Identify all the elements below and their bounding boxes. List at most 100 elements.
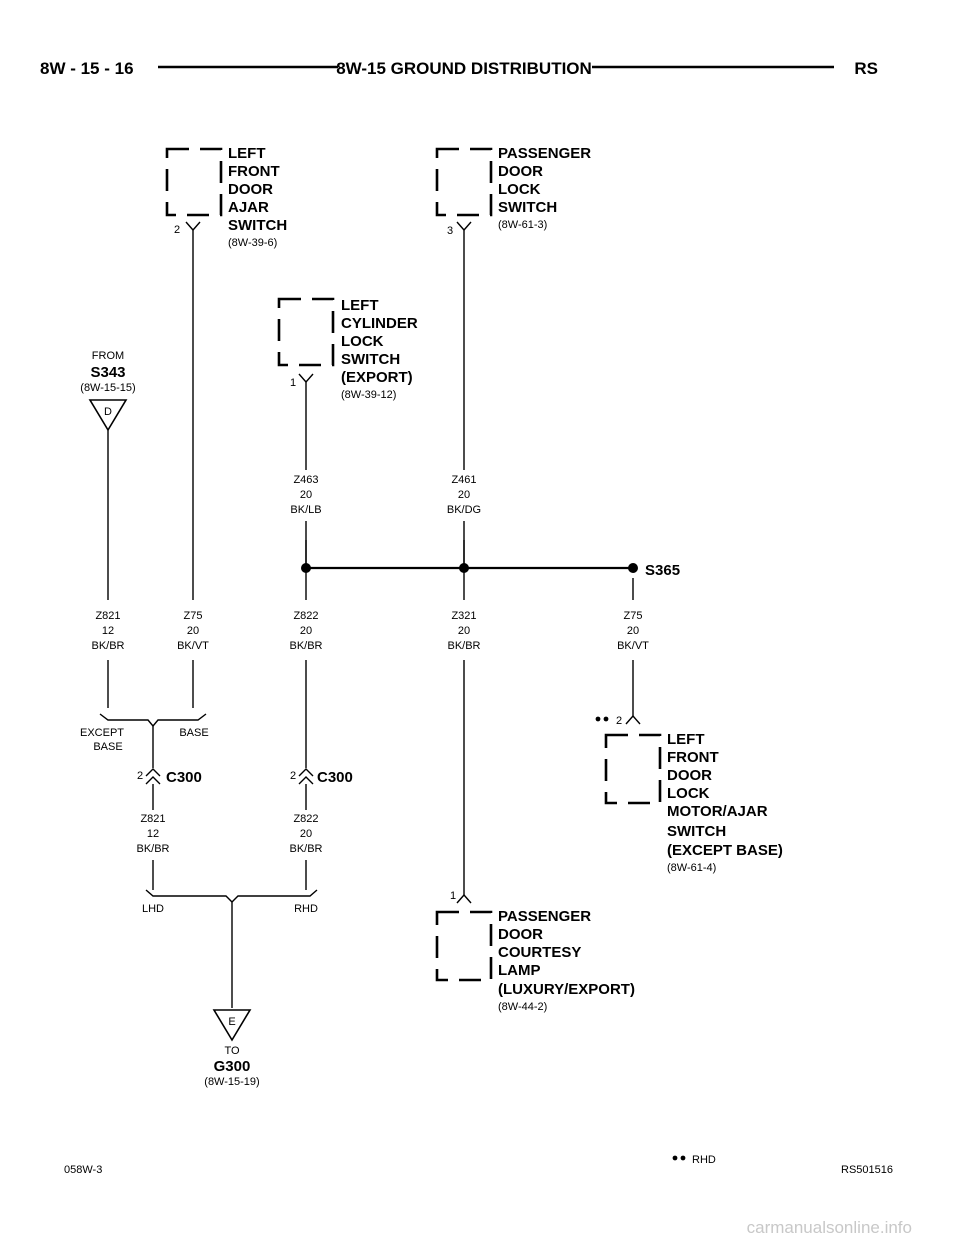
left-front-door-ajar-switch: LEFT FRONT DOOR AJAR SWITCH (8W-39-6) 2 xyxy=(165,145,287,249)
from-letter: D xyxy=(104,406,112,418)
component-ref: (8W-44-2) xyxy=(498,1001,547,1013)
component-label-line: LAMP xyxy=(498,962,541,979)
watermark: carmanualsonline.info xyxy=(747,1218,912,1237)
svg-text:C300: C300 xyxy=(317,769,353,786)
wire-label-z461: Z461 20 BK/DG xyxy=(447,474,481,516)
header: 8W - 15 - 16 8W-15 GROUND DISTRIBUTION R… xyxy=(40,59,878,78)
to-g300: E TO G300 (8W-15-19) xyxy=(204,1009,260,1088)
legend-rhd: RHD xyxy=(692,1154,716,1166)
splice-s365: S365 xyxy=(301,540,680,579)
from-splice: S343 xyxy=(90,364,125,381)
svg-text:BK/BR: BK/BR xyxy=(289,640,322,652)
svg-text:2: 2 xyxy=(137,770,143,782)
svg-text:20: 20 xyxy=(300,489,312,501)
svg-text:Z822: Z822 xyxy=(293,610,318,622)
component-label-line: PASSENGER xyxy=(498,145,591,162)
component-label-line: MOTOR/AJAR xyxy=(667,803,768,820)
component-label-line: AJAR xyxy=(228,199,269,216)
svg-text:BK/VT: BK/VT xyxy=(617,640,649,652)
pin-number: 3 xyxy=(447,225,453,237)
left-cylinder-lock-switch: LEFT CYLINDER LOCK SWITCH (EXPORT) (8W-3… xyxy=(277,297,418,401)
triangle-down-icon xyxy=(212,1009,252,1042)
component-label-line: PASSENGER xyxy=(498,908,591,925)
terminal-icon xyxy=(456,221,472,232)
from-ref: (8W-15-15) xyxy=(80,382,135,394)
terminal-icon xyxy=(625,714,641,725)
svg-text:Z75: Z75 xyxy=(184,610,203,622)
svg-text:BK/BR: BK/BR xyxy=(91,640,124,652)
svg-text:Z461: Z461 xyxy=(451,474,476,486)
component-label-line: (EXPORT) xyxy=(341,369,413,386)
component-label-line: FRONT xyxy=(228,163,280,180)
svg-text:BK/LB: BK/LB xyxy=(290,504,321,516)
connector-icon xyxy=(298,776,314,785)
svg-text:12: 12 xyxy=(102,625,114,637)
connector-icon xyxy=(145,768,161,777)
branch-bracket xyxy=(99,713,207,728)
svg-text:20: 20 xyxy=(187,625,199,637)
svg-text:20: 20 xyxy=(300,625,312,637)
component-label-line: LEFT xyxy=(667,731,705,748)
svg-text:20: 20 xyxy=(300,828,312,840)
connector-icon xyxy=(145,776,161,785)
svg-text:C300: C300 xyxy=(166,769,202,786)
component-label-line: (EXCEPT BASE) xyxy=(667,842,783,859)
to-letter: E xyxy=(228,1016,235,1028)
svg-text:Z822: Z822 xyxy=(293,813,318,825)
to-label: TO xyxy=(224,1045,240,1057)
component-label-line: LEFT xyxy=(228,145,266,162)
svg-text:BK/BR: BK/BR xyxy=(136,843,169,855)
splice-dot xyxy=(301,563,311,573)
svg-text:Z821: Z821 xyxy=(95,610,120,622)
pin-number: 1 xyxy=(450,890,456,902)
component-box xyxy=(165,147,223,217)
component-label-line: FRONT xyxy=(667,749,719,766)
svg-text:Z75: Z75 xyxy=(624,610,643,622)
pin-number: 2 xyxy=(174,224,180,236)
svg-text:BK/BR: BK/BR xyxy=(289,843,322,855)
wire-label-z822-lower: Z822 20 BK/BR xyxy=(289,813,322,855)
component-label-line: SWITCH xyxy=(667,823,726,840)
page-title: 8W-15 GROUND DISTRIBUTION xyxy=(336,59,592,78)
svg-text:20: 20 xyxy=(627,625,639,637)
footer-left-code: 058W-3 xyxy=(64,1164,102,1176)
svg-text:EXCEPT: EXCEPT xyxy=(80,727,124,739)
wire-label-z821: Z821 12 BK/BR xyxy=(91,610,124,652)
component-ref: (8W-61-3) xyxy=(498,219,547,231)
svg-text:Z321: Z321 xyxy=(451,610,476,622)
wire-label-z75-right: Z75 20 BK/VT xyxy=(617,610,649,652)
component-label-line: SWITCH xyxy=(228,217,287,234)
branch-lhd-rhd: LHD RHD xyxy=(142,889,318,1008)
left-front-door-lock-motor: 2 LEFT FRONT DOOR LOCK MOTOR/AJAR SWITCH… xyxy=(595,714,783,874)
svg-text:RHD: RHD xyxy=(294,903,318,915)
component-label-line: DOOR xyxy=(498,163,543,180)
passenger-door-lock-switch: PASSENGER DOOR LOCK SWITCH (8W-61-3) 3 xyxy=(435,145,591,237)
component-ref: (8W-39-12) xyxy=(341,389,396,401)
svg-text:LHD: LHD xyxy=(142,903,164,915)
svg-text:12: 12 xyxy=(147,828,159,840)
wire-label-z463: Z463 20 BK/LB xyxy=(290,474,321,516)
component-label-line: SWITCH xyxy=(498,199,557,216)
svg-text:20: 20 xyxy=(458,625,470,637)
splice-label: S365 xyxy=(645,562,680,579)
wire-label-z75: Z75 20 BK/VT xyxy=(177,610,209,652)
rhd-dot-icon xyxy=(603,716,609,722)
svg-text:BASE: BASE xyxy=(179,727,208,739)
splice-dot xyxy=(459,563,469,573)
splice-dot xyxy=(628,563,638,573)
component-ref: (8W-61-4) xyxy=(667,862,716,874)
component-label-line: COURTESY xyxy=(498,944,581,961)
component-label-line: DOOR xyxy=(498,926,543,943)
from-s343: FROM S343 (8W-15-15) D xyxy=(80,350,136,432)
branch-bracket xyxy=(145,889,318,903)
connector-c300-left: 2 C300 xyxy=(137,768,202,810)
pin-number: 1 xyxy=(290,377,296,389)
component-box xyxy=(277,297,335,367)
pin-number: 2 xyxy=(616,715,622,727)
component-label-line: LOCK xyxy=(498,181,541,198)
triangle-down-icon xyxy=(88,399,128,432)
footer-right-code: RS501516 xyxy=(841,1164,893,1176)
svg-text:2: 2 xyxy=(290,770,296,782)
footer: 058W-3 RHD RS501516 carmanualsonline.inf… xyxy=(64,1154,912,1237)
